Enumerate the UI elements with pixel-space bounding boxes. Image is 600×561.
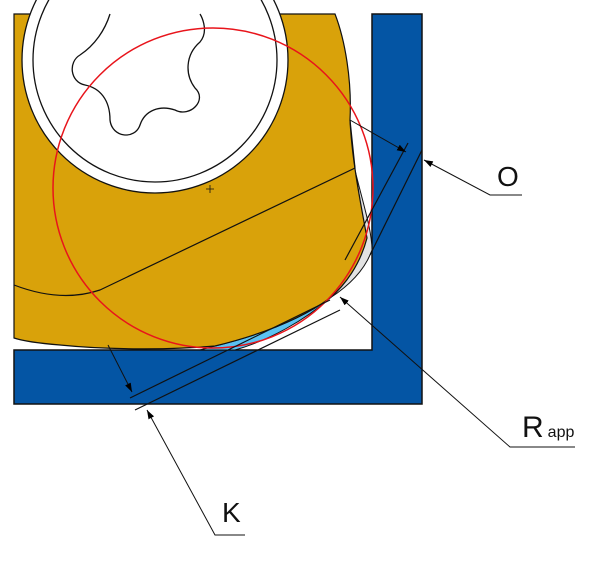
leader-o <box>423 159 522 196</box>
leader-rapp <box>339 296 575 448</box>
dimension-line-k-2 <box>134 309 341 411</box>
arrow-k-top <box>107 344 133 393</box>
arrow-o-left <box>349 119 407 153</box>
insert-edge-line <box>13 119 356 297</box>
approximation-circle <box>52 27 374 349</box>
label-o: O <box>497 161 519 192</box>
screw-hole-inner <box>32 0 278 183</box>
tool-holder <box>13 13 423 405</box>
dimension-line-o-1 <box>344 142 409 261</box>
dimension-line-k-1 <box>129 299 331 399</box>
label-k: K <box>222 497 241 528</box>
dimension-line-o-2 <box>369 149 423 256</box>
leader-k <box>146 409 245 536</box>
torx-screw-head-icon <box>71 13 206 136</box>
center-mark-icon <box>206 185 214 193</box>
